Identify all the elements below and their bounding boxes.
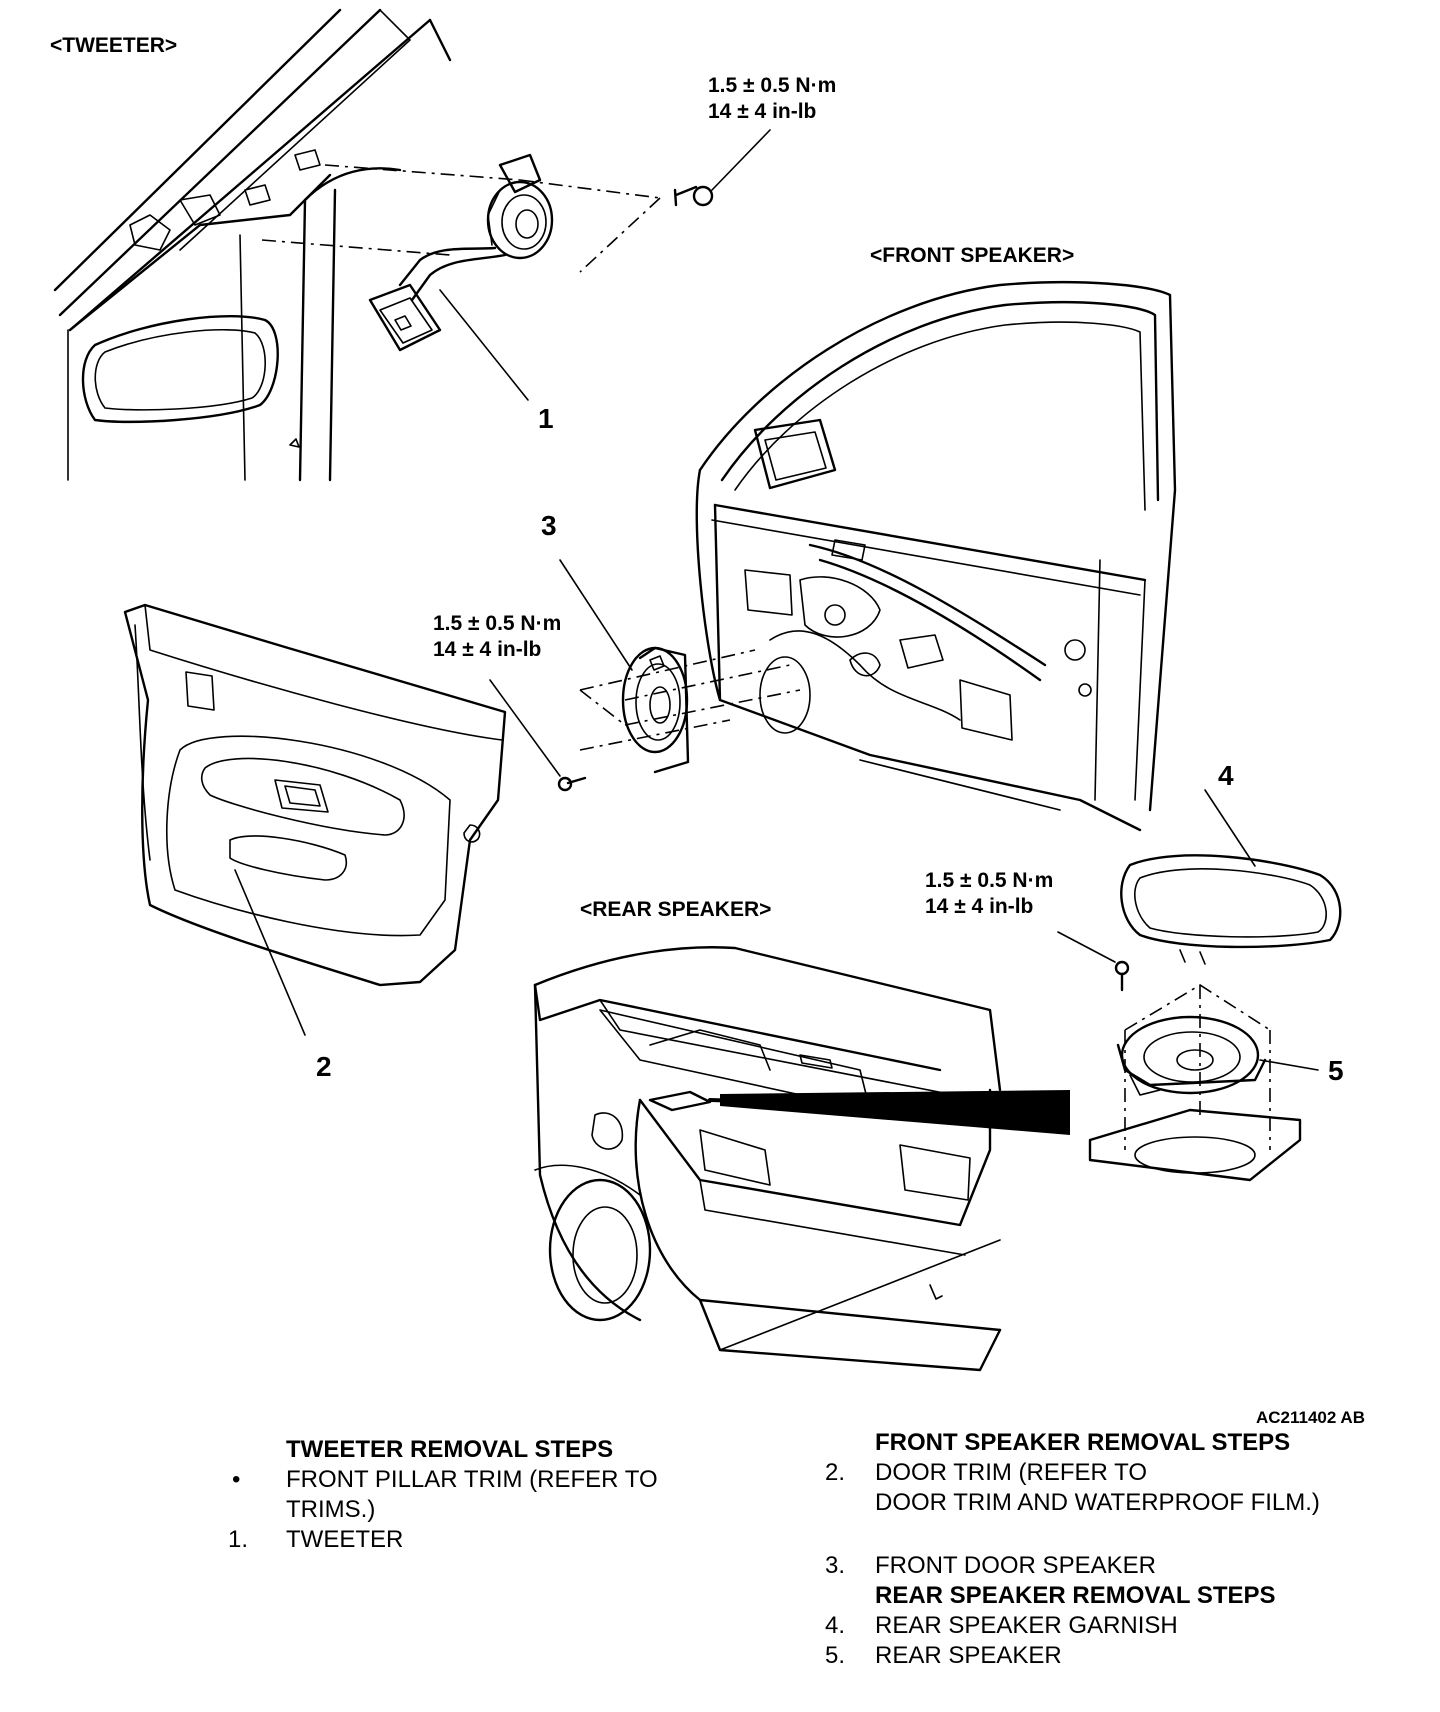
step-marker: 4. [825,1612,846,1639]
rear-speaker-torque-imperial: 14 ± 4 in-lb [925,895,1033,918]
step-marker: 3. [825,1552,846,1579]
callout-1: 1 [538,403,554,434]
step-marker: 5. [825,1642,846,1669]
step-row: 1. TWEETER [228,1525,768,1555]
tweeter-torque-imperial: 14 ± 4 in-lb [708,100,816,123]
tweeter-view: <TWEETER> [50,8,836,482]
section-label-rear-speaker: <REAR SPEAKER> [580,898,771,921]
step-text: TWEETER [286,1526,404,1553]
step-text: FRONT DOOR SPEAKER [875,1552,1156,1579]
rear-speaker-torque-metric: 1.5 ± 0.5 N·m [925,869,1053,892]
callout-4: 4 [1218,760,1234,791]
figure-id: AC211402 AB [1256,1408,1365,1427]
step-text: TRIMS.) [286,1496,376,1523]
step-text: DOOR TRIM (REFER TO [875,1459,1148,1486]
step-text: FRONT PILLAR TRIM (REFER TO [286,1466,658,1493]
step-row: 4. REAR SPEAKER GARNISH [825,1611,1385,1641]
step-text: DOOR TRIM AND WATERPROOF FILM.) [875,1489,1320,1516]
callout-5: 5 [1328,1055,1344,1086]
front-speaker-view: <FRONT SPEAKER> [123,244,1177,1082]
section-label-front-speaker: <FRONT SPEAKER> [870,244,1074,267]
step-text: REAR SPEAKER GARNISH [875,1612,1178,1639]
tweeter-torque-metric: 1.5 ± 0.5 N·m [708,74,836,97]
step-row: 2. DOOR TRIM (REFER TO DOOR TRIM AND WAT… [825,1458,1385,1518]
rear-steps-heading: REAR SPEAKER REMOVAL STEPS [875,1582,1276,1609]
step-row: 3. FRONT DOOR SPEAKER [825,1551,1385,1581]
callout-3: 3 [541,510,557,541]
tweeter-steps-heading: TWEETER REMOVAL STEPS [286,1436,614,1463]
section-label-tweeter: <TWEETER> [50,34,177,57]
step-row: • FRONT PILLAR TRIM (REFER TO TRIMS.) [228,1465,768,1525]
front-steps-heading: FRONT SPEAKER REMOVAL STEPS [875,1429,1291,1456]
front-speaker-torque-metric: 1.5 ± 0.5 N·m [433,612,561,635]
front-speaker-removal-steps: FRONT SPEAKER REMOVAL STEPS 2. DOOR TRIM… [825,1428,1385,1671]
step-marker: 2. [825,1459,846,1486]
tweeter-removal-steps: TWEETER REMOVAL STEPS • FRONT PILLAR TRI… [228,1435,768,1555]
step-text: REAR SPEAKER [875,1642,1062,1669]
step-row: 5. REAR SPEAKER [825,1641,1385,1671]
step-marker-bullet: • [232,1466,241,1493]
step-marker: 1. [228,1526,249,1553]
callout-2: 2 [316,1051,332,1082]
front-speaker-torque-imperial: 14 ± 4 in-lb [433,638,541,661]
rear-speaker-view: <REAR SPEAKER> 4 [533,760,1344,1372]
